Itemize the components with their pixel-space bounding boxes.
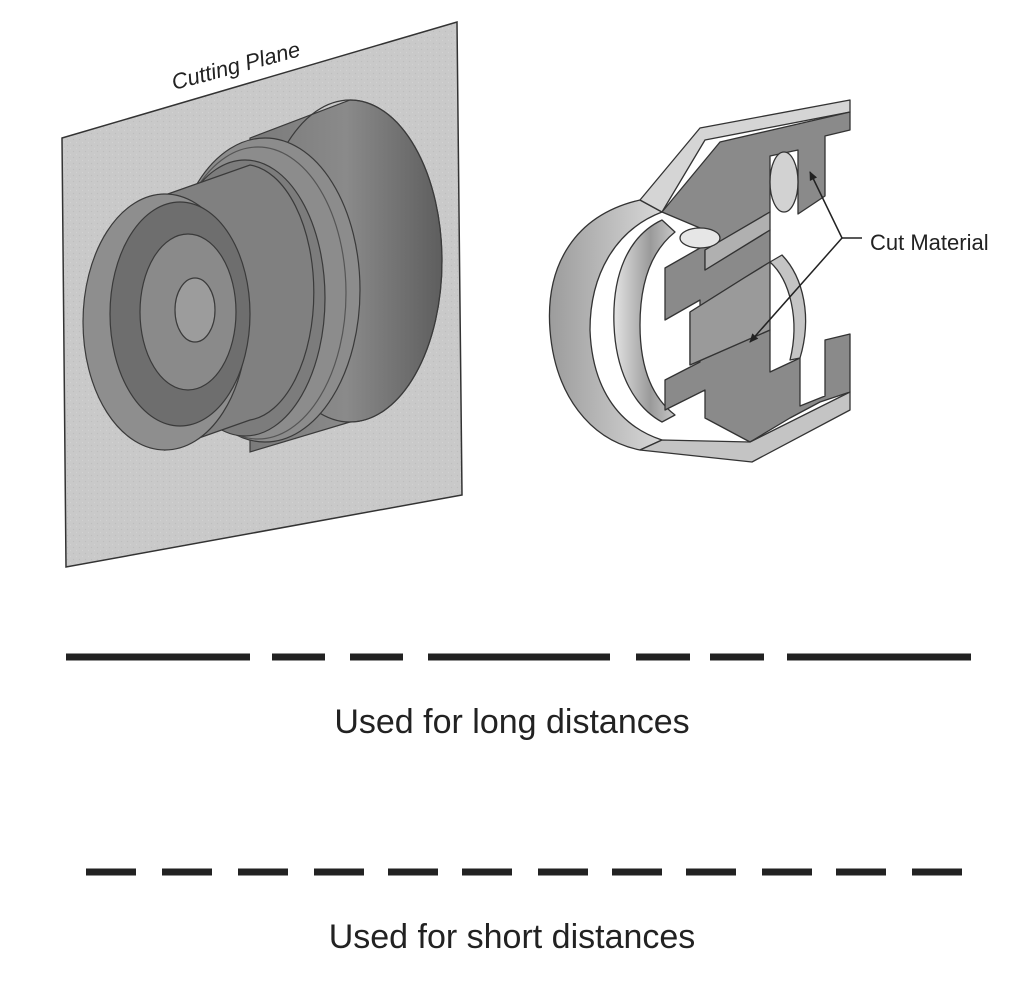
- long-distance-caption: Used for long distances: [334, 703, 690, 741]
- cut-material-leaders: [749, 171, 862, 343]
- solid-part: [82, 99, 443, 453]
- short-distance-caption: Used for short distances: [328, 918, 696, 956]
- sectioned-part: [548, 99, 851, 463]
- cut-material-label: Cut Material: [870, 230, 989, 255]
